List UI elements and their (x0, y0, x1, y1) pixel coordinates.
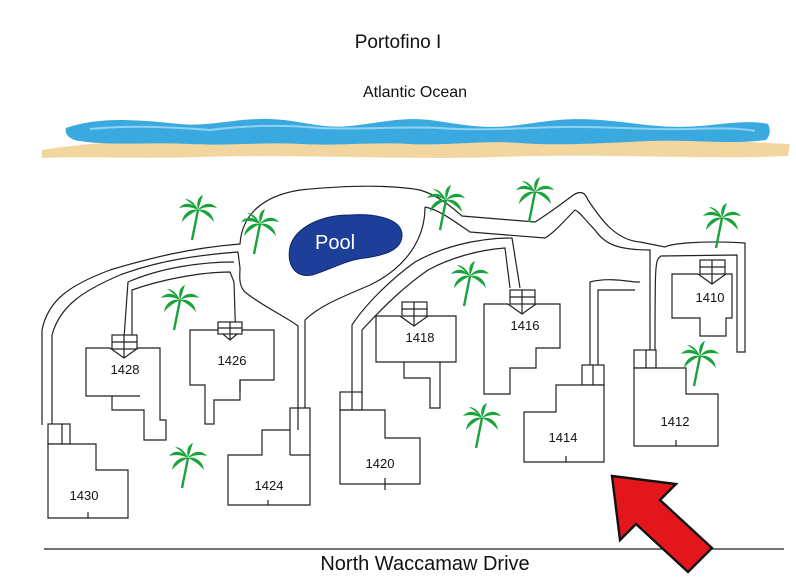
ocean (65, 118, 770, 145)
palm-tree-icon (701, 201, 743, 250)
road-label: North Waccamaw Drive (320, 553, 530, 575)
unit-label-1428: 1428 (111, 362, 140, 377)
building-1428: 1428 (85, 334, 167, 441)
palm-tree-icon (449, 259, 491, 308)
unit-label-1420: 1420 (366, 456, 395, 471)
building-1412: 1412 (633, 349, 719, 447)
arrow-icon (610, 474, 714, 574)
walkway-outline (41, 185, 746, 425)
unit-label-1424: 1424 (255, 478, 284, 493)
map-title: Portofino I (354, 32, 442, 53)
palm-tree-icon (167, 441, 209, 490)
building-1418: 1418 (375, 301, 457, 409)
palm-tree-icon (425, 183, 467, 232)
building-1416: 1416 (483, 289, 561, 395)
unit-label-1416: 1416 (511, 318, 540, 333)
ocean-label: Atlantic Ocean (362, 84, 468, 101)
palm-tree-icon (239, 207, 281, 256)
unit-label-1410: 1410 (696, 290, 725, 305)
ocean-highlight (89, 124, 756, 132)
building-1424: 1424 (227, 407, 311, 506)
palm-tree-icon (679, 339, 721, 388)
palm-tree-icon (177, 193, 219, 242)
building-1414: 1414 (523, 364, 605, 463)
palm-tree-icon (514, 175, 556, 224)
pool-label: Pool (315, 232, 355, 254)
pool (288, 214, 403, 277)
unit-label-1412: 1412 (661, 414, 690, 429)
unit-label-1418: 1418 (406, 330, 435, 345)
palm-tree-icon (461, 401, 503, 450)
building-1420: 1420 (339, 391, 421, 490)
building-1410: 1410 (671, 259, 733, 337)
unit-label-1430: 1430 (70, 488, 99, 503)
building-1430: 1430 (47, 423, 129, 519)
building-1426: 1426 (189, 321, 275, 425)
palm-tree-icon (159, 283, 201, 332)
unit-label-1414: 1414 (549, 430, 578, 445)
unit-label-1426: 1426 (218, 353, 247, 368)
